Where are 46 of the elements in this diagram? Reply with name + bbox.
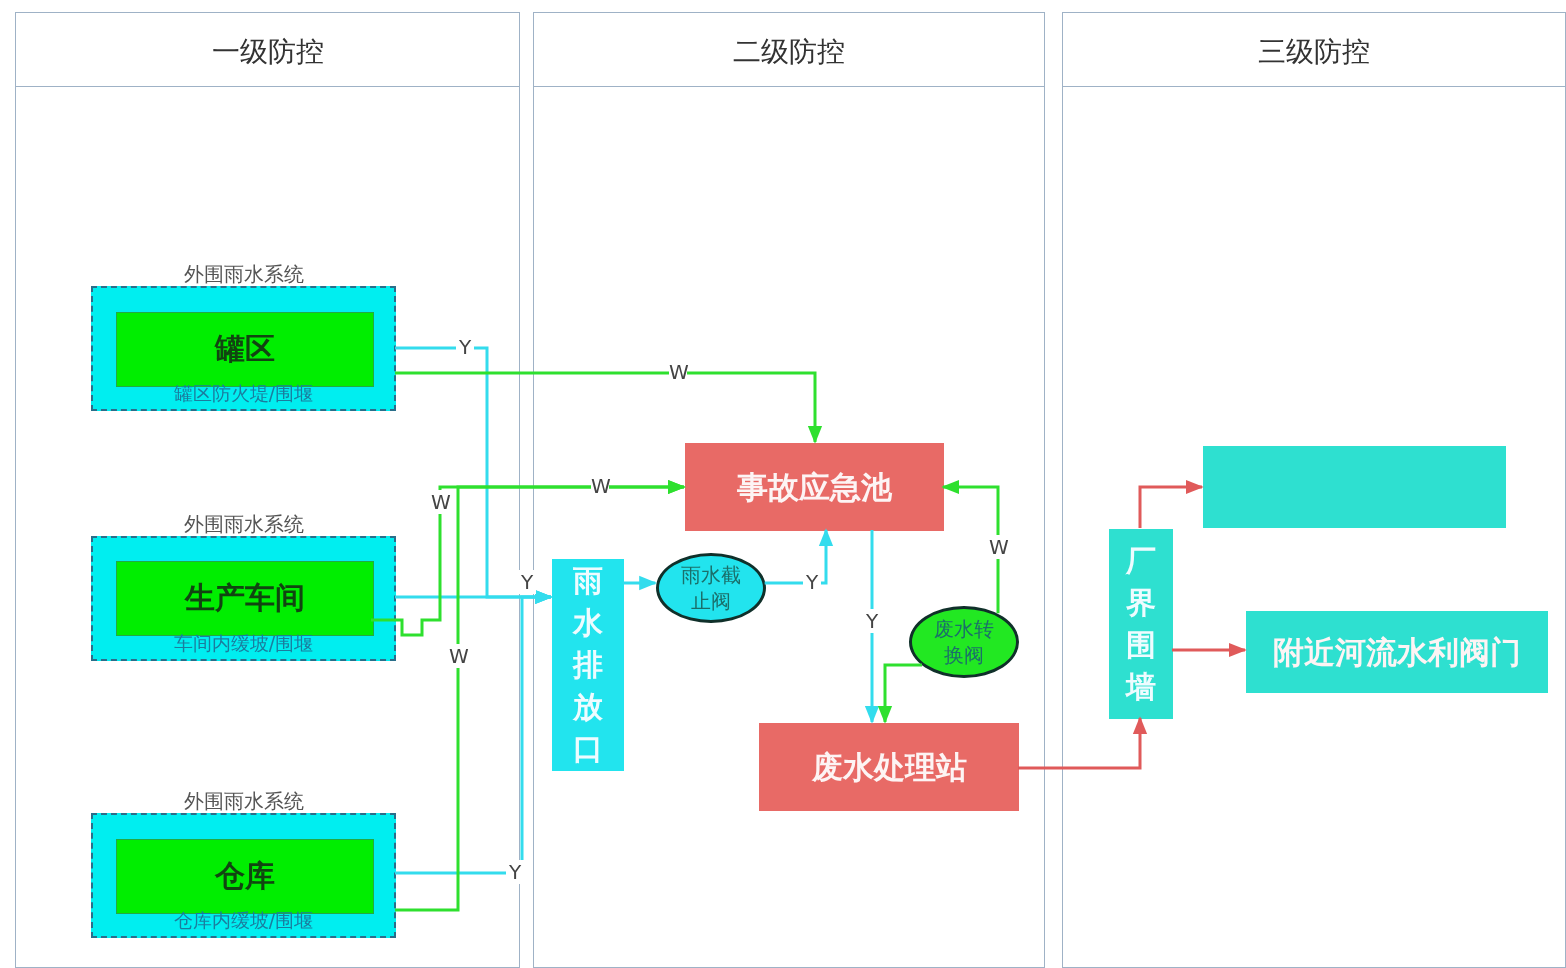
system-heading: 外围雨水系统 — [182, 511, 305, 538]
arrow — [395, 479, 686, 912]
barrier-caption: 车间内缓坡/围堰 — [172, 631, 315, 656]
system-heading: 外围雨水系统 — [182, 261, 305, 288]
destination-box — [1246, 611, 1548, 693]
area-box — [116, 561, 374, 636]
valve-label: 雨水截止阀 — [680, 562, 742, 614]
destination-box — [1203, 446, 1506, 528]
arrow — [395, 589, 553, 875]
arrow — [941, 479, 1000, 614]
area-name: 罐区 — [213, 330, 276, 368]
box-label: 废水处理站 — [811, 748, 967, 787]
edge-label: Y — [863, 609, 881, 633]
arrow — [877, 663, 922, 724]
swimlane — [15, 12, 520, 968]
lane-heading: 二级防控 — [732, 34, 846, 70]
swimlane — [1062, 12, 1566, 968]
lane-heading: 三级防控 — [1257, 34, 1371, 70]
arrow — [764, 528, 834, 585]
arrow — [623, 575, 658, 591]
barrier-caption: 仓库内缓坡/围堰 — [172, 908, 315, 933]
arrow — [1018, 716, 1148, 770]
box-label: 雨水排放口 — [571, 562, 604, 768]
arrow — [395, 371, 823, 444]
valve-label: 废水转换阀 — [933, 616, 995, 668]
facility-box — [685, 443, 944, 531]
arrow — [1138, 479, 1204, 528]
arrow — [1172, 642, 1247, 658]
edge-label: W — [431, 490, 449, 514]
swimlane — [533, 12, 1045, 968]
box-label: 厂界围墙 — [1124, 542, 1157, 706]
edge-label: W — [989, 535, 1007, 559]
edge-label: Y — [518, 570, 536, 594]
barrier-caption: 罐区防火堤/围堰 — [172, 381, 315, 406]
area-name: 生产车间 — [183, 579, 306, 617]
lane-heading: 一级防控 — [210, 34, 325, 70]
arrow — [864, 530, 880, 724]
system-heading: 外围雨水系统 — [182, 788, 305, 815]
area-name: 仓库 — [214, 857, 276, 895]
wall-box — [1109, 529, 1173, 719]
edge-label: Y — [506, 860, 524, 884]
outlet-box — [552, 559, 624, 771]
box-label: 事故应急池 — [737, 468, 892, 507]
box-label: 附近河流水利阀门 — [1273, 633, 1521, 672]
facility-box — [759, 723, 1019, 811]
edge-label: W — [449, 644, 467, 668]
